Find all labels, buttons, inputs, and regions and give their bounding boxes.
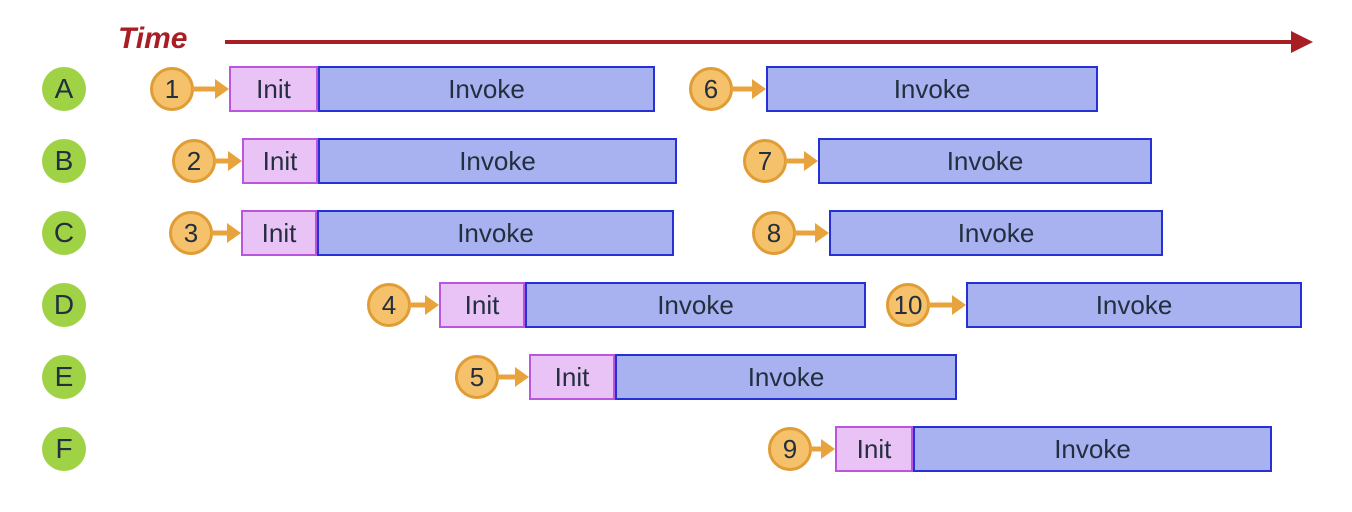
invoke-phase-bar: Invoke	[818, 138, 1152, 184]
request-marker: 4	[367, 283, 411, 327]
execution-environment-badge-c: C	[42, 211, 86, 255]
invoke-phase-bar: Invoke	[318, 66, 655, 112]
request-marker: 8	[752, 211, 796, 255]
request-arrow-icon	[211, 223, 241, 243]
request-marker: 5	[455, 355, 499, 399]
invoke-phase-bar: Invoke	[829, 210, 1163, 256]
request-arrowhead-icon	[821, 439, 835, 459]
request-arrow-icon	[810, 439, 835, 459]
request-marker: 9	[768, 427, 812, 471]
request-arrow-icon	[214, 151, 242, 171]
request-arrowhead-icon	[215, 79, 229, 99]
request-arrow-line	[214, 158, 231, 164]
init-phase-bar: Init	[439, 282, 525, 328]
execution-environment-badge-e: E	[42, 355, 86, 399]
request-arrowhead-icon	[815, 223, 829, 243]
request-marker: 1	[150, 67, 194, 111]
request-arrowhead-icon	[952, 295, 966, 315]
time-axis-label: Time	[118, 22, 188, 55]
init-phase-bar: Init	[835, 426, 913, 472]
request-arrow-line	[731, 86, 755, 92]
invoke-phase-bar: Invoke	[766, 66, 1098, 112]
request-arrowhead-icon	[752, 79, 766, 99]
execution-environment-badge-b: B	[42, 139, 86, 183]
request-arrow-line	[497, 374, 518, 380]
execution-environment-badge-f: F	[42, 427, 86, 471]
init-phase-bar: Init	[242, 138, 318, 184]
request-arrow-line	[192, 86, 218, 92]
request-arrow-icon	[497, 367, 529, 387]
invoke-phase-bar: Invoke	[525, 282, 866, 328]
request-arrow-line	[794, 230, 818, 236]
request-arrow-line	[810, 446, 824, 452]
invoke-phase-bar: Invoke	[966, 282, 1302, 328]
request-arrow-icon	[928, 295, 966, 315]
request-arrowhead-icon	[804, 151, 818, 171]
request-marker: 2	[172, 139, 216, 183]
invoke-phase-bar: Invoke	[615, 354, 957, 400]
time-axis-arrow-line	[225, 40, 1293, 44]
request-arrowhead-icon	[227, 223, 241, 243]
init-phase-bar: Init	[229, 66, 318, 112]
request-arrowhead-icon	[515, 367, 529, 387]
request-arrow-line	[211, 230, 230, 236]
time-axis-arrowhead-icon	[1291, 31, 1313, 53]
request-arrowhead-icon	[425, 295, 439, 315]
request-arrow-icon	[794, 223, 829, 243]
invoke-phase-bar: Invoke	[913, 426, 1272, 472]
request-marker: 7	[743, 139, 787, 183]
request-arrow-icon	[785, 151, 818, 171]
request-arrowhead-icon	[228, 151, 242, 171]
request-arrow-icon	[192, 79, 229, 99]
execution-environment-badge-a: A	[42, 67, 86, 111]
request-marker: 10	[886, 283, 930, 327]
request-marker: 6	[689, 67, 733, 111]
request-arrow-icon	[731, 79, 766, 99]
execution-environment-badge-d: D	[42, 283, 86, 327]
invoke-phase-bar: Invoke	[317, 210, 674, 256]
request-arrow-line	[785, 158, 807, 164]
init-phase-bar: Init	[241, 210, 317, 256]
request-marker: 3	[169, 211, 213, 255]
init-phase-bar: Init	[529, 354, 615, 400]
request-arrow-icon	[409, 295, 439, 315]
invoke-phase-bar: Invoke	[318, 138, 677, 184]
request-arrow-line	[409, 302, 428, 308]
request-arrow-line	[928, 302, 955, 308]
